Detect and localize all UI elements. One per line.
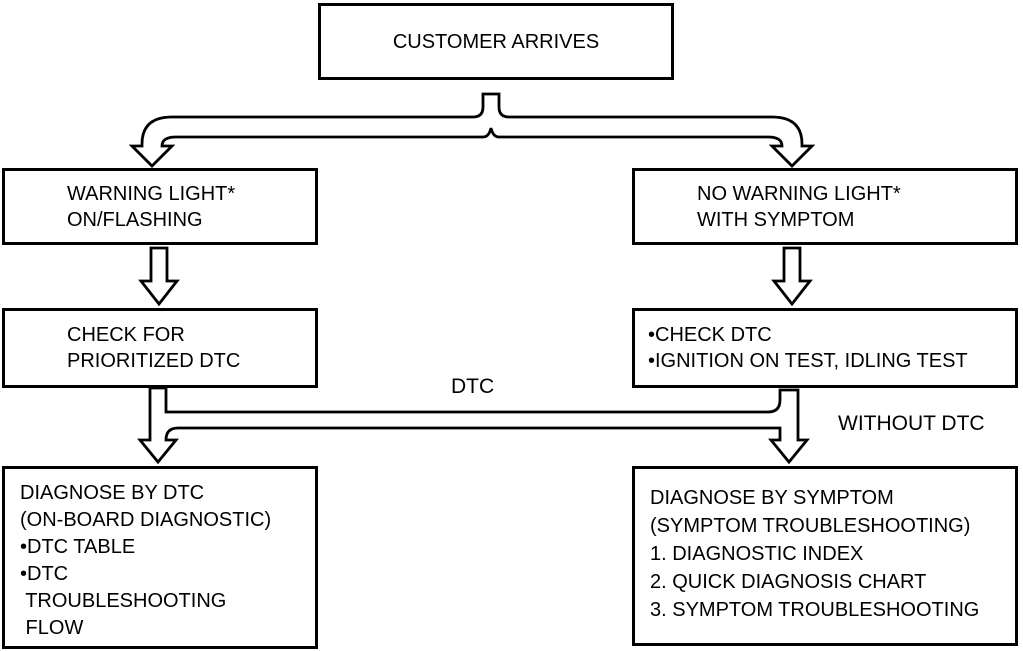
box-no-warning-light-line1: NO WARNING LIGHT* <box>697 182 901 205</box>
box-diagnose-dtc-line3: •DTC TABLE <box>20 536 136 558</box>
box-diagnose-by-symptom: DIAGNOSE BY SYMPTOM (SYMPTOM TROUBLESHOO… <box>632 466 1018 646</box>
down-arrow-left <box>138 246 180 307</box>
box-no-warning-light-with-symptom: NO WARNING LIGHT* WITH SYMPTOM <box>632 168 1018 245</box>
box-diagnose-by-dtc: DIAGNOSE BY DTC (ON-BOARD DIAGNOSTIC) •D… <box>2 466 318 649</box>
box-diagnose-dtc-line1: DIAGNOSE BY DTC <box>20 482 205 504</box>
box-check-prioritized-line1: CHECK FOR <box>67 324 185 346</box>
box-diagnose-dtc-line6: FLOW <box>20 617 84 639</box>
box-check-dtc-line1: •CHECK DTC <box>648 324 772 346</box>
merge-cross-arrow <box>137 386 810 465</box>
box-warning-light-line1: WARNING LIGHT* <box>67 182 236 205</box>
box-customer-arrives-text: CUSTOMER ARRIVES <box>392 30 600 53</box>
box-check-dtc-tests: •CHECK DTC •IGNITION ON TEST, IDLING TES… <box>632 308 1018 388</box>
box-diagnose-symptom-line2: (SYMPTOM TROUBLESHOOTING) <box>650 515 971 537</box>
box-diagnose-dtc-line4: •DTC <box>20 563 69 585</box>
branch-split-arrow <box>128 92 816 168</box>
box-check-prioritized-line2: PRIORITIZED DTC <box>67 350 241 372</box>
box-diagnose-dtc-line2: (ON-BOARD DIAGNOSTIC) <box>20 509 272 531</box>
down-arrow-right <box>771 246 813 307</box>
box-diagnose-symptom-line4: 2. QUICK DIAGNOSIS CHART <box>650 571 927 593</box>
box-customer-arrives: CUSTOMER ARRIVES <box>318 3 674 80</box>
box-diagnose-dtc-line5: TROUBLESHOOTING <box>20 590 227 612</box>
box-check-for-prioritized-dtc: CHECK FOR PRIORITIZED DTC <box>2 308 318 388</box>
box-warning-light-line2: ON/FLASHING <box>67 208 203 231</box>
box-diagnose-symptom-line1: DIAGNOSE BY SYMPTOM <box>650 487 894 509</box>
box-warning-light-on-flashing: WARNING LIGHT* ON/FLASHING <box>2 168 318 245</box>
box-check-dtc-line2: •IGNITION ON TEST, IDLING TEST <box>648 350 968 372</box>
edge-label-dtc: DTC <box>451 375 495 398</box>
box-diagnose-symptom-line5: 3. SYMPTOM TROUBLESHOOTING <box>650 599 980 621</box>
box-no-warning-light-line2: WITH SYMPTOM <box>697 208 855 231</box>
edge-label-without-dtc: WITHOUT DTC <box>838 412 985 435</box>
box-diagnose-symptom-line3: 1. DIAGNOSTIC INDEX <box>650 543 864 565</box>
